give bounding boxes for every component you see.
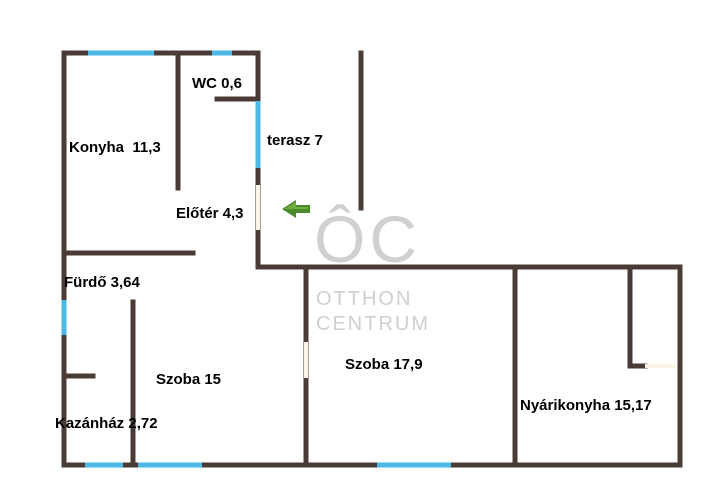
room-label-wc: WC 0,6: [192, 75, 242, 92]
room-label-kazanhaz: Kazánház 2,72: [55, 415, 158, 432]
doors: [256, 185, 676, 378]
green-arrow-left-icon: [282, 200, 310, 218]
room-label-szoba15: Szoba 15: [156, 371, 221, 388]
room-label-nyarikonyha: Nyárikonyha 15,17: [520, 397, 652, 414]
room-label-terasz: terasz 7: [267, 132, 323, 149]
room-label-konyha: Konyha 11,3: [69, 139, 161, 156]
room-label-furdo: Fürdő 3,64: [64, 274, 141, 291]
room-label-szoba179: Szoba 17,9: [345, 356, 423, 373]
watermark-line-otthon: OTTHON: [316, 288, 412, 310]
watermark-line-centrum: CENTRUM: [316, 313, 430, 335]
room-label-eloter: Előtér 4,3: [176, 205, 244, 222]
otthon-centrum-watermark: ÔC OTTHON CENTRUM: [314, 202, 430, 335]
room-labels: WC 0,6 Konyha 11,3 terasz 7 Előtér 4,3 F…: [55, 75, 652, 432]
watermark-logo-letters: ÔC: [314, 202, 421, 276]
windows: [61, 50, 451, 468]
